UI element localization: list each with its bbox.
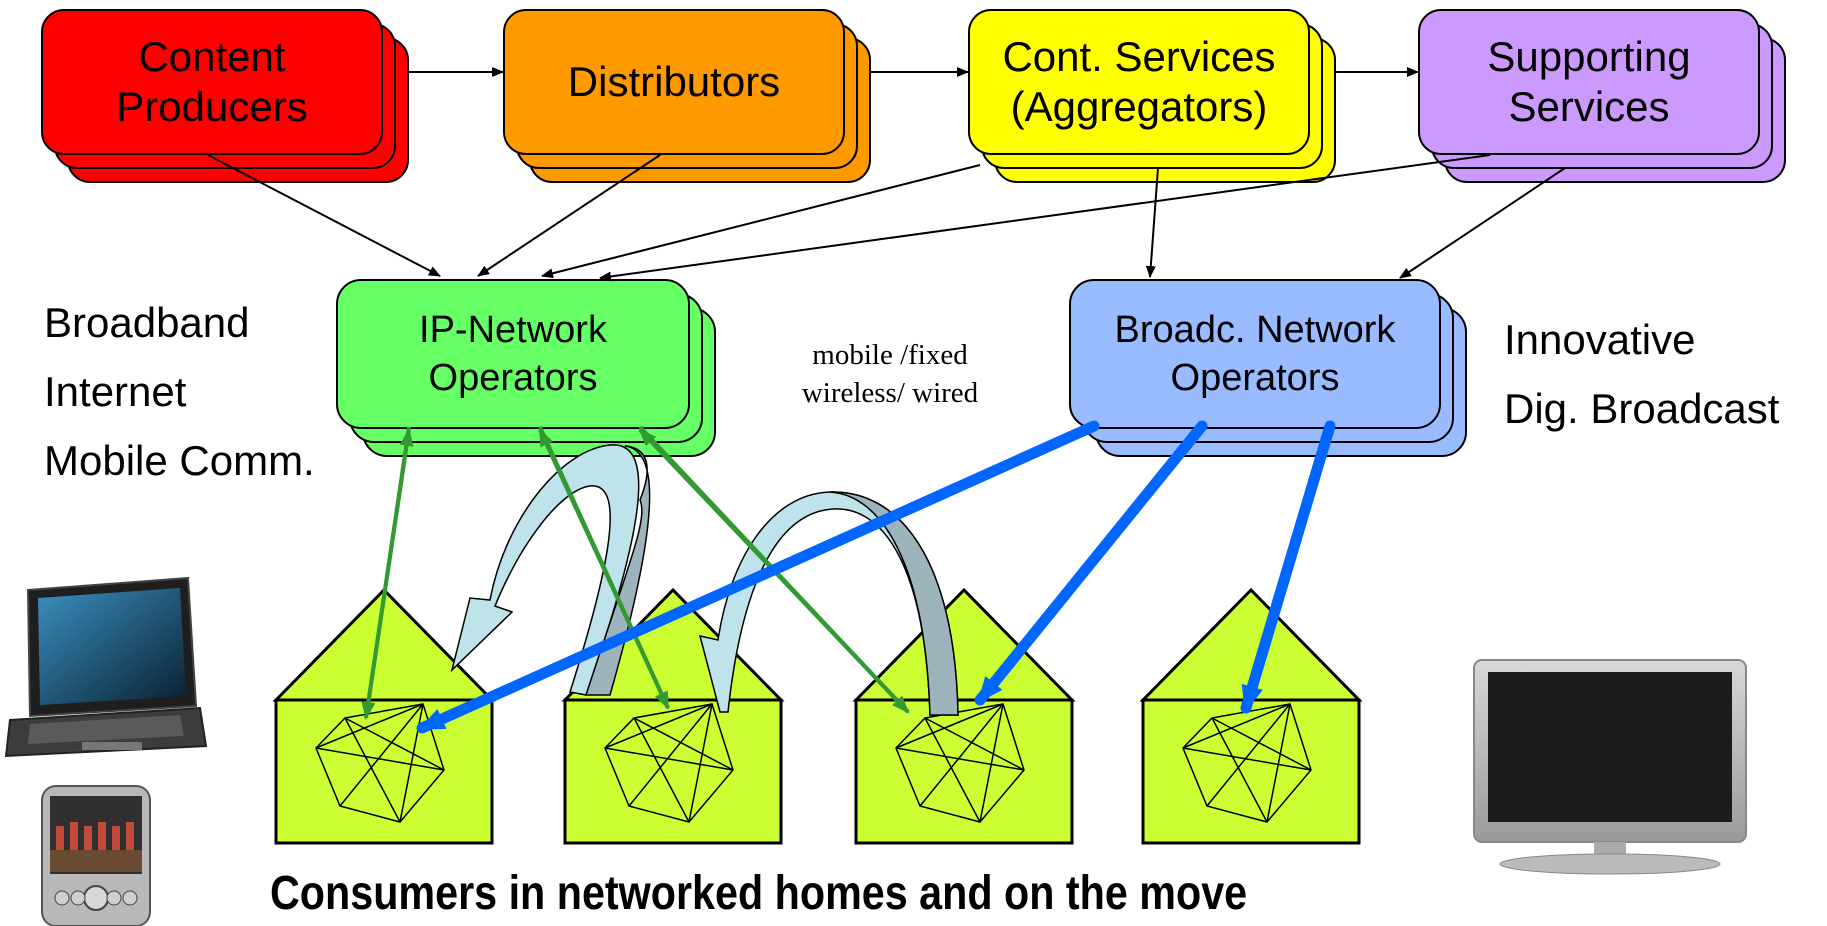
curved-arrow-right [698, 491, 959, 716]
network-icon [315, 703, 445, 823]
distributors-stack [503, 9, 871, 183]
laptop-icon [4, 576, 208, 758]
left-label-mobile-comm: Mobile Comm. [44, 437, 315, 484]
content-services-stack [968, 9, 1336, 183]
ip-network-operators-line-2: Operators [428, 357, 598, 399]
left-label-internet: Internet [44, 368, 187, 415]
supporting-services-label: Supporting Services [1419, 10, 1759, 154]
distributors-line-1: Distributors [567, 58, 781, 105]
access-type-note: mobile /fixed wireless/ wired [760, 336, 1020, 412]
broadcast-network-operators-stack [1069, 279, 1467, 457]
supporting-services-stack [1418, 9, 1786, 183]
content-producers-line-1: Content [138, 33, 286, 80]
network-icon [895, 703, 1025, 823]
right-label-dig-broadcast: Dig. Broadcast [1504, 385, 1780, 432]
house-3 [852, 587, 1076, 845]
network-icon [1182, 703, 1312, 823]
ip-network-operators-stack [336, 279, 716, 457]
supporting-services-line-1: Supporting [1487, 33, 1691, 80]
content-services-label: Cont. Services (Aggregators) [969, 10, 1309, 154]
flat-tv-icon [1473, 659, 1747, 875]
house-1 [272, 587, 496, 845]
right-label-innovative: Innovative [1504, 316, 1696, 363]
content-producers-label: Content Producers [42, 10, 382, 154]
feed-arrows [207, 154, 1566, 282]
broadcast-network-operators-label: Broadc. Network Operators [1070, 280, 1440, 428]
broadcast-network-operators-line-2: Operators [1170, 357, 1340, 399]
network-icon [604, 703, 734, 823]
access-type-note-line-2: wireless/ wired [801, 377, 979, 409]
pda-icon [41, 785, 151, 926]
house-4 [1139, 587, 1363, 845]
supporting-services-line-2: Services [1508, 83, 1670, 130]
left-label-broadband: Broadband [44, 299, 250, 346]
content-services-line-2: (Aggregators) [1010, 83, 1268, 130]
ip-network-operators-label: IP-Network Operators [337, 280, 689, 428]
broadcast-links [416, 420, 1336, 734]
distributors-label: Distributors [504, 10, 844, 154]
content-producers-line-2: Producers [116, 83, 308, 130]
content-producers-stack [41, 9, 409, 183]
ip-network-operators-line-1: IP-Network [419, 309, 607, 351]
access-type-note-line-1: mobile /fixed [812, 339, 968, 371]
diagram-caption: Consumers in networked homes and on the … [270, 867, 1248, 920]
broadcast-network-operators-line-1: Broadc. Network [1114, 309, 1396, 351]
content-services-line-1: Cont. Services [1002, 33, 1276, 80]
